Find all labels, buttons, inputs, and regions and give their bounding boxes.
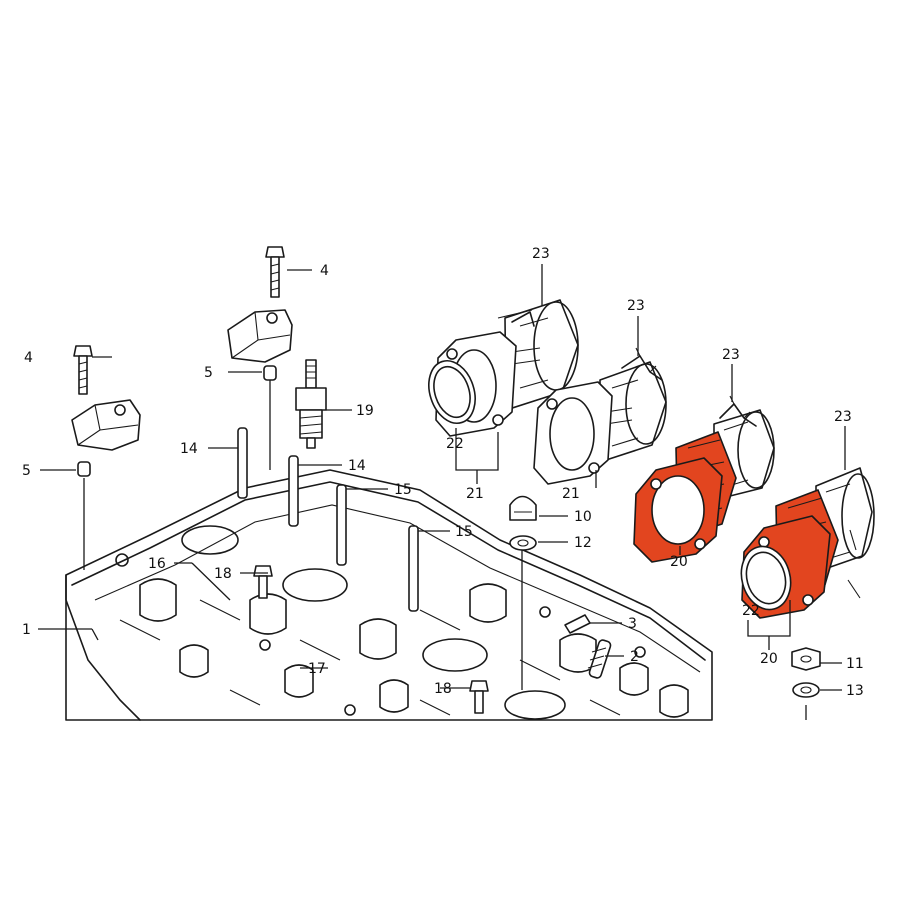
cap-nut-10 (509, 495, 537, 521)
leader-lines (38, 264, 846, 720)
cylinder-head (65, 469, 713, 721)
callout-4b: 4 (320, 263, 329, 279)
callout-18a: 18 (214, 566, 232, 582)
dowel-left (77, 461, 91, 477)
callout-2: 2 (630, 649, 639, 665)
dowel-right (263, 365, 277, 381)
stud-14b (288, 455, 299, 527)
callout-18b: 18 (434, 681, 452, 697)
callout-20a: 20 (670, 554, 688, 570)
callout-13: 13 (846, 683, 864, 699)
callout-5b: 5 (204, 365, 213, 381)
spark-plug (295, 359, 327, 449)
callout-19: 19 (356, 403, 374, 419)
callout-12: 12 (574, 535, 592, 551)
stud-15a (336, 484, 347, 566)
intake-holder-20-left (633, 409, 775, 563)
cap-bolt-left (73, 345, 93, 395)
cap-bolt-right (265, 246, 285, 298)
callout-23a: 23 (532, 246, 550, 262)
callout-15a: 15 (394, 482, 412, 498)
callout-22b: 22 (742, 603, 760, 619)
bolt-18a (253, 565, 273, 599)
callout-11: 11 (846, 656, 864, 672)
callout-10: 10 (574, 509, 592, 525)
callout-14b: 14 (348, 458, 366, 474)
nut-11 (791, 647, 821, 671)
callout-14a: 14 (180, 441, 198, 457)
callout-23b: 23 (627, 298, 645, 314)
stud-15b (408, 525, 419, 612)
callout-labels: 1 2 3 4 4 5 5 10 11 12 13 14 14 15 15 16… (22, 246, 864, 699)
pin-3 (564, 614, 591, 634)
callout-20b: 20 (760, 651, 778, 667)
o-ring-22-left (428, 360, 476, 424)
stud-14a (237, 427, 248, 499)
washer-13 (792, 682, 820, 698)
callout-22a: 22 (446, 436, 464, 452)
intake-holder-21-right (533, 361, 667, 485)
callout-1: 1 (22, 622, 31, 638)
callout-16: 16 (148, 556, 166, 572)
bolt-18b (469, 680, 489, 714)
callout-23c: 23 (722, 347, 740, 363)
o-ring-22-right (740, 545, 792, 611)
clamp-23d (847, 529, 861, 599)
callout-23d: 23 (834, 409, 852, 425)
callout-4a: 4 (24, 350, 33, 366)
callout-17: 17 (308, 661, 326, 677)
clamp-23a (511, 311, 535, 327)
callout-3: 3 (628, 616, 637, 632)
callout-21a: 21 (466, 486, 484, 502)
cam-cap-left (71, 399, 141, 451)
stud-2 (587, 639, 612, 679)
callout-15b: 15 (455, 524, 473, 540)
washer-12 (509, 535, 537, 551)
cam-cap-right (227, 309, 293, 363)
callout-5a: 5 (22, 463, 31, 479)
callout-21b: 21 (562, 486, 580, 502)
